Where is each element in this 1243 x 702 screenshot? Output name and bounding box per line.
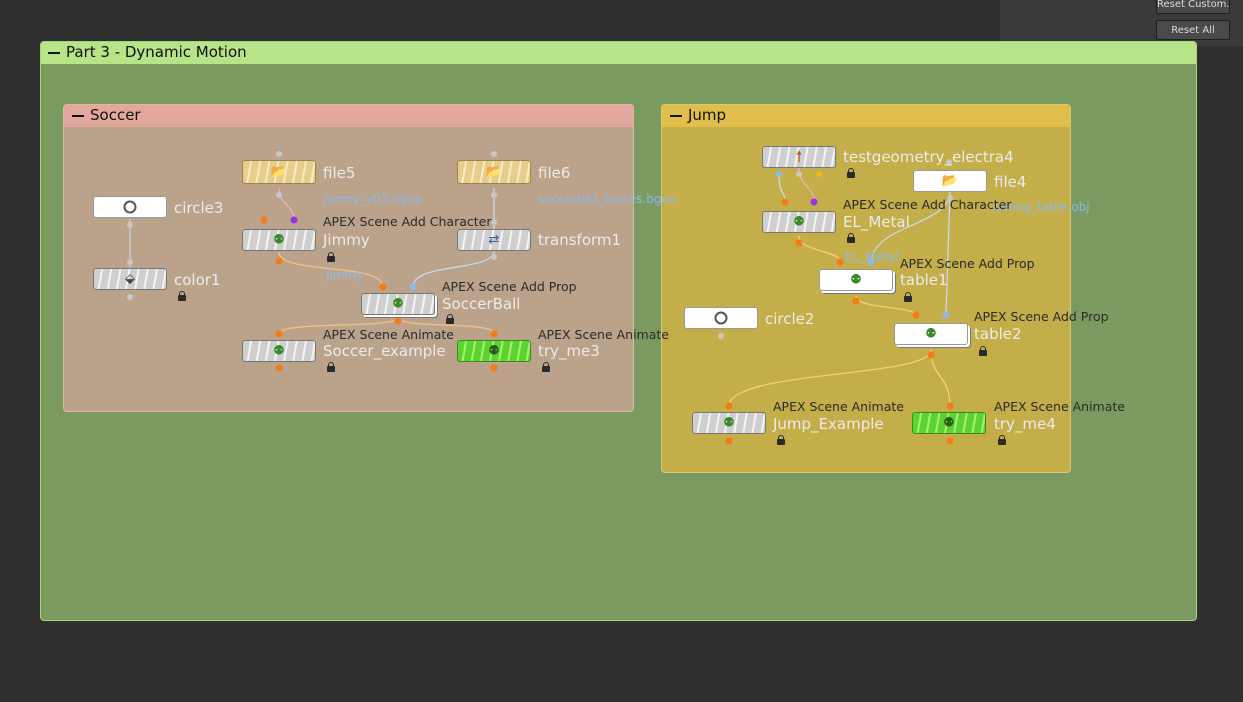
animate-figure-icon: ⚉ (488, 343, 500, 359)
lock-icon[interactable] (979, 346, 987, 356)
node-label: SoccerBall (442, 295, 521, 313)
lock-icon[interactable] (847, 233, 855, 243)
lock-icon[interactable] (998, 435, 1006, 445)
node-type: APEX Scene Animate (538, 327, 669, 342)
node-label: file4 (994, 173, 1027, 191)
node-label: circle3 (174, 199, 224, 217)
network-box-header[interactable]: Soccer (64, 105, 633, 127)
wire-label: EL_Metal (845, 250, 899, 264)
node-label: Soccer_example (323, 342, 446, 360)
circle-icon (714, 311, 728, 325)
node-label: color1 (174, 271, 221, 289)
reset-all-button[interactable]: Reset All (1156, 20, 1230, 40)
arrow-up-icon: 🠕 (795, 147, 803, 166)
network-box-header[interactable]: Jump (662, 105, 1070, 127)
network-box-title: Jump (688, 106, 727, 124)
circle-icon (123, 200, 137, 214)
animate-figure-icon: ⚉ (943, 415, 955, 431)
node-label: try_me4 (994, 415, 1056, 433)
network-box-soccer[interactable]: Soccer (63, 104, 634, 412)
lock-icon[interactable] (327, 362, 335, 372)
node-type: APEX Scene Animate (773, 399, 904, 414)
node-type: APEX Scene Animate (323, 327, 454, 342)
lock-icon[interactable] (178, 291, 186, 301)
node-label: file5 (323, 164, 356, 182)
folder-icon: 📂 (485, 164, 503, 180)
lock-icon[interactable] (542, 362, 550, 372)
apex-figure-icon: ⚉ (392, 296, 404, 312)
node-file-path: dining_table.obj (994, 200, 1090, 214)
lock-icon[interactable] (847, 168, 855, 178)
animate-figure-icon: ⚉ (723, 415, 735, 431)
collapse-icon[interactable] (670, 115, 682, 117)
animate-figure-icon: ⚉ (273, 343, 285, 359)
folder-icon: 📂 (941, 173, 959, 189)
collapse-icon[interactable] (72, 115, 84, 117)
node-label: table2 (974, 325, 1022, 343)
node-label: file6 (538, 164, 571, 182)
lock-icon[interactable] (446, 314, 454, 324)
apex-figure-icon: ⚉ (793, 214, 805, 230)
reset-custom-button[interactable]: Reset Custom... (1156, 0, 1230, 14)
network-box-title: Part 3 - Dynamic Motion (66, 43, 247, 61)
node-label: transform1 (538, 231, 622, 249)
node-type: APEX Scene Add Prop (900, 256, 1035, 271)
lock-icon[interactable] (327, 252, 335, 262)
paint-bucket-icon: ⬙ (125, 271, 135, 287)
node-label: Jump_Example (773, 415, 884, 433)
node-label: testgeometry_electra4 (843, 148, 1014, 166)
node-type: APEX Scene Add Character (323, 214, 492, 229)
folder-icon: 📂 (270, 164, 288, 180)
network-box-header[interactable]: Part 3 - Dynamic Motion (41, 42, 1196, 64)
node-type: APEX Scene Add Prop (974, 309, 1109, 324)
node-type: APEX Scene Add Prop (442, 279, 577, 294)
node-file-path: jimmy_v03.bgeo (323, 192, 423, 206)
node-label: Jimmy (323, 231, 370, 249)
transform-arrows-icon: ⇄ (488, 232, 500, 248)
network-box-title: Soccer (90, 106, 141, 124)
node-label: try_me3 (538, 342, 600, 360)
node-label: circle2 (765, 310, 815, 328)
apex-figure-icon: ⚉ (850, 272, 862, 288)
node-file-path: soccerball_tootes.bgeo (538, 192, 677, 206)
lock-icon[interactable] (777, 435, 785, 445)
node-type: APEX Scene Animate (994, 399, 1125, 414)
node-type: APEX Scene Add Character (843, 197, 1012, 212)
node-label: table1 (900, 271, 948, 289)
lock-icon[interactable] (904, 292, 912, 302)
node-label: EL_Metal (843, 213, 910, 231)
wire-label: Jimmy (326, 268, 364, 282)
apex-figure-icon: ⚉ (273, 232, 285, 248)
collapse-icon[interactable] (48, 52, 60, 54)
apex-figure-icon: ⚉ (925, 326, 937, 342)
